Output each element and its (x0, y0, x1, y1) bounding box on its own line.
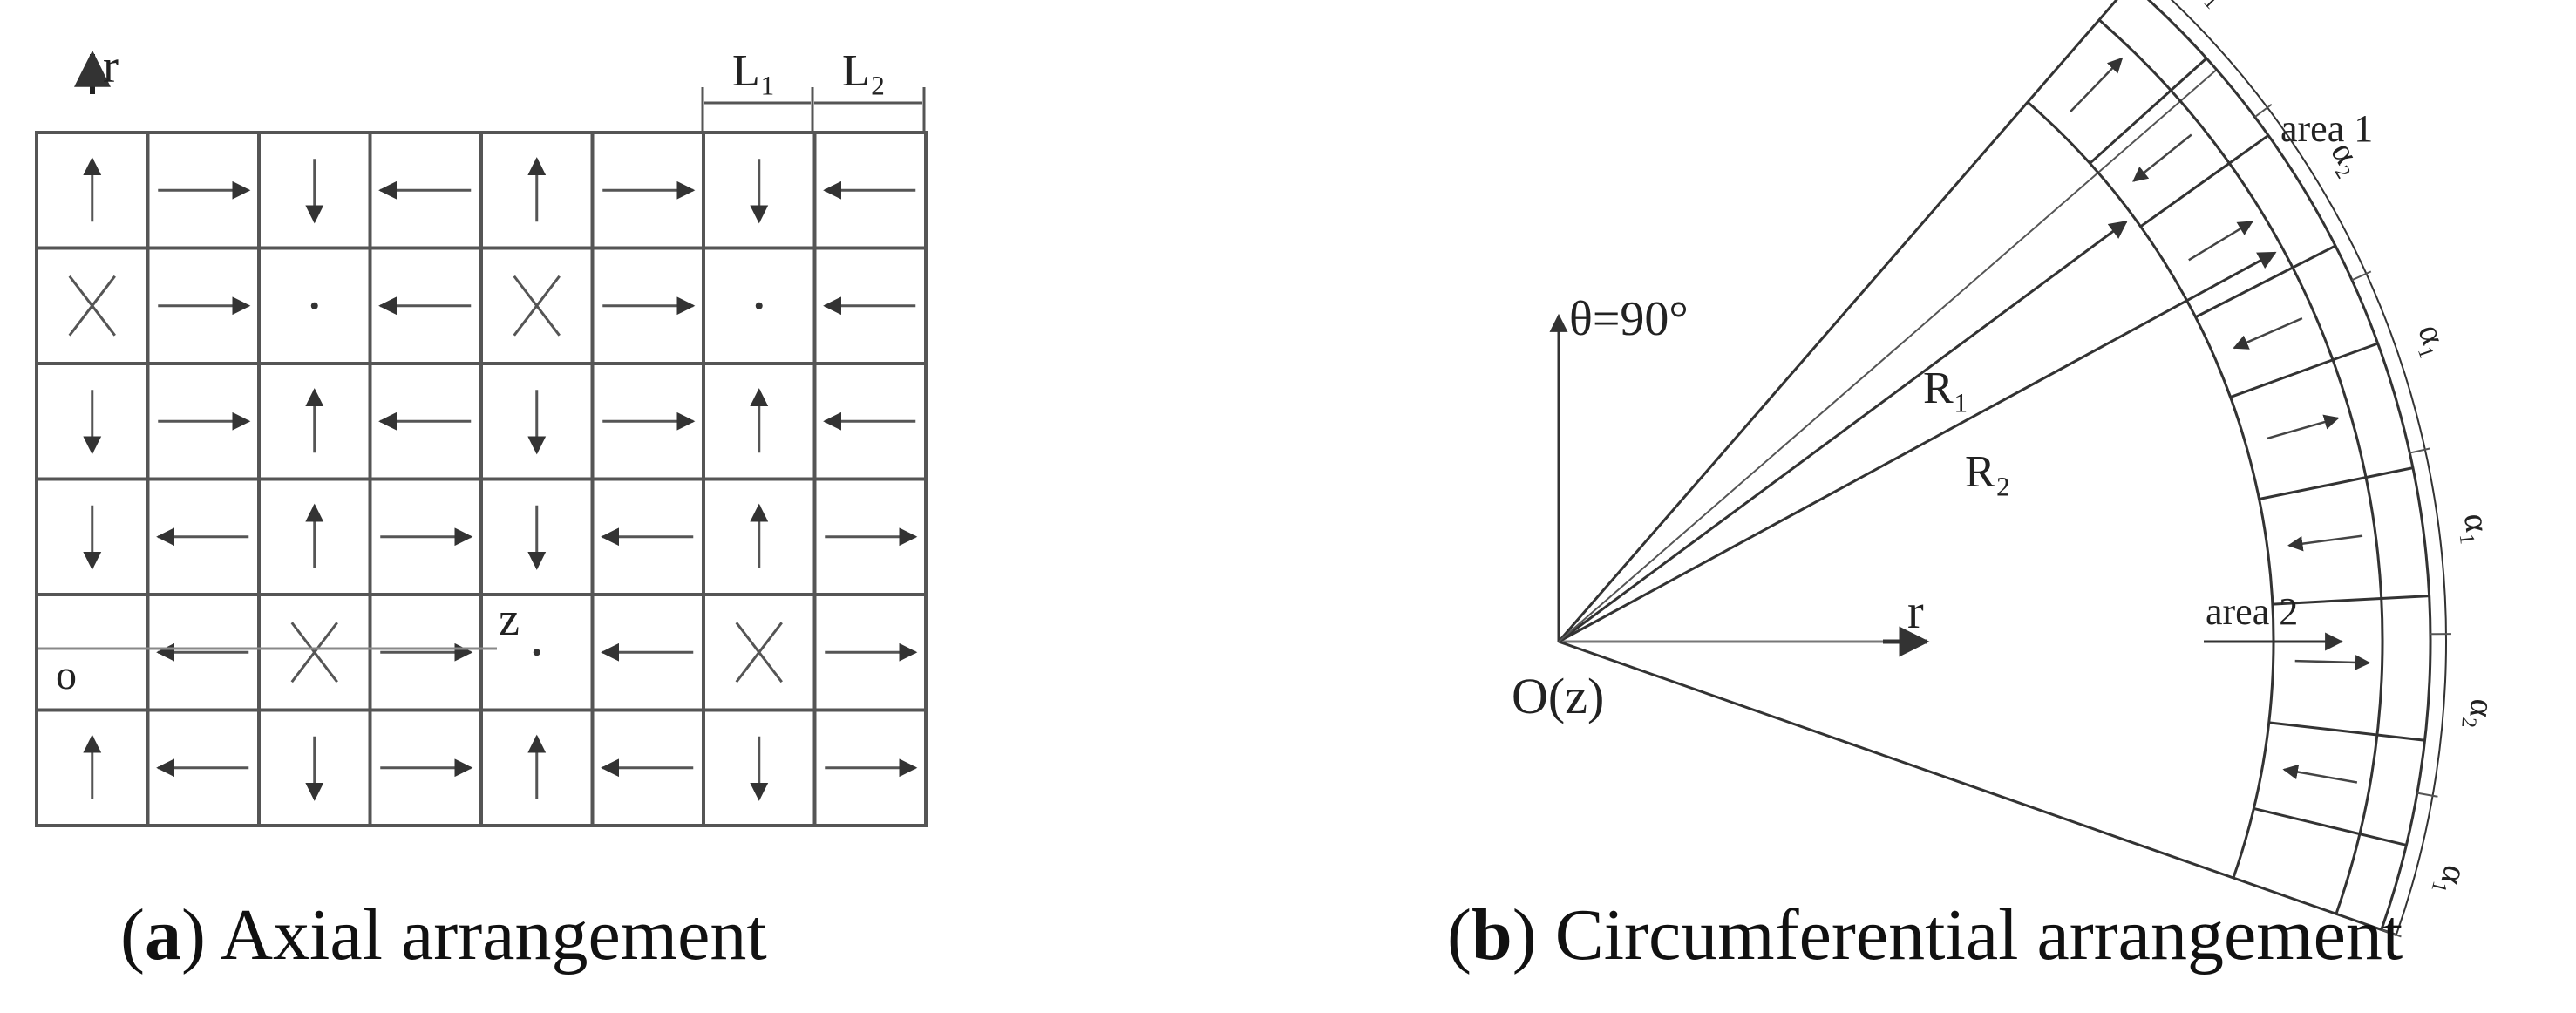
alpha-tick (2254, 103, 2273, 118)
origin-label-b: O(z) (1512, 668, 1604, 724)
alpha-tick (2351, 270, 2372, 282)
sector-cell-divider (2253, 806, 2407, 846)
inner-arc (2026, 101, 2275, 879)
sector-lower-edge (1558, 640, 2397, 936)
cell-cross-mark (290, 622, 338, 683)
caption-a-letter: a (145, 894, 181, 976)
dimension-L2-label: L₂ (842, 46, 886, 96)
middle-arc (2097, 18, 2384, 914)
caption-a-text: Axial arrangement (220, 894, 766, 976)
cell-dot-mark (310, 302, 318, 309)
dimension-marks (701, 87, 926, 131)
z-axis-label: z (499, 593, 520, 645)
cell-cross-mark (513, 275, 561, 337)
cell-cross-mark (68, 275, 116, 337)
caption-b: (b) Circumferential arrangement (1447, 894, 2403, 976)
R2-line (1558, 251, 2277, 643)
sector-cell-divider (2139, 134, 2269, 228)
sector-upper-edge (1557, 0, 2118, 642)
area-2-label: area 2 (2206, 590, 2298, 633)
axial-grid (35, 131, 928, 827)
sector-cell-arrow (2132, 133, 2192, 182)
sector-cell-arrow (2266, 414, 2340, 440)
sector-cell-arrow (2294, 655, 2371, 670)
cell-dot-mark (755, 302, 763, 309)
dimension-L1-label: L₁ (732, 46, 776, 96)
sector-drawing (1557, 0, 2451, 938)
R2-label: R₂ (1965, 447, 2011, 497)
sector-cell-divider (2272, 595, 2430, 606)
sector-cell-divider (2194, 244, 2336, 319)
alpha-tick (2381, 928, 2402, 938)
origin-label: o (56, 652, 77, 698)
R1-label: R₁ (1923, 364, 1969, 413)
r-axis-label: r (103, 40, 119, 92)
cell-cross-mark (735, 622, 783, 683)
caption-b-text: Circumferential arrangement (1555, 894, 2403, 976)
alpha-label: α₂ (2461, 697, 2503, 731)
theta-label: θ=90° (1569, 292, 1689, 346)
panel-a-axial: r L₁ L₂ o z (a) Axial arrangement (35, 40, 928, 976)
tick-arc (2170, 0, 2447, 935)
r-axis-label-b: r (1907, 585, 1924, 639)
panel-b-circumferential: θ=90° r O(z) R₁ R₂ area 1 area 2 α₁ α₂ α₁ α… (1447, 0, 2503, 976)
caption-a: (a) Axial arrangement (120, 894, 767, 976)
alpha-tick (2416, 792, 2438, 798)
sector-cell-arrow (2233, 317, 2303, 350)
sector-cell-arrow (2282, 764, 2358, 784)
alpha-tick (2409, 447, 2430, 454)
sector-cell-arrow (2287, 534, 2363, 552)
extra-ray (1558, 69, 2218, 642)
sector-cell-arrow (2188, 221, 2253, 262)
caption-b-letter: b (1472, 894, 1512, 976)
alpha-label: α₁ (2430, 861, 2477, 901)
cell-dot-mark (533, 649, 540, 656)
alpha-label: α₁ (2457, 511, 2499, 546)
sector-cell-arrow (2070, 57, 2124, 113)
sector-cell-divider (2089, 57, 2208, 165)
outer-arc (2146, 0, 2432, 931)
alpha-label: α₁ (2410, 319, 2457, 361)
sector-cell-divider (2259, 466, 2414, 500)
sector-cell-divider (2268, 721, 2425, 742)
R1-line (1558, 220, 2128, 643)
alpha-label: α₁ (2189, 0, 2239, 11)
sector-cell-divider (2230, 342, 2379, 398)
area-1-label: area 1 (2280, 107, 2373, 150)
